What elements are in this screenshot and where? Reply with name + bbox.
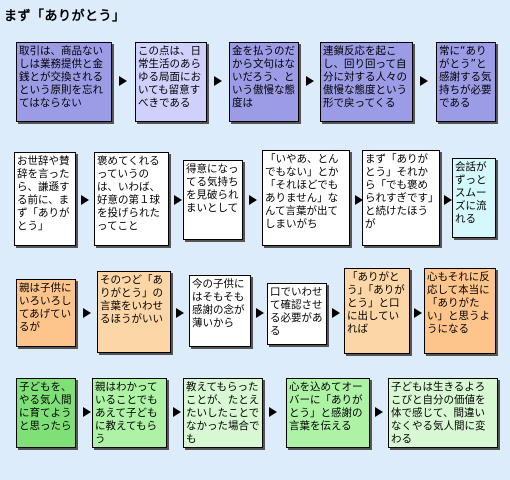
flow-box: 今の子供にはそもそも感謝の念が薄いから	[189, 275, 251, 347]
flow-box: 「ありがとう」「ありがとう」と口に出していれば	[344, 268, 410, 354]
arrow-right-icon	[332, 308, 340, 318]
flow-box: 金を払うのだから文句はないだろう、という傲慢な態度は	[229, 42, 299, 122]
arrow-right-icon	[375, 407, 383, 417]
flow-box: 子どもは生きるよろこびと自分の価値を体で感じて、間違いなくやる気人間に変わる	[388, 378, 498, 448]
flow-box: お世辞や賛辞を言ったら、謙遜する前に、まず「ありがとう」	[14, 152, 76, 246]
arrow-right-icon	[256, 308, 264, 318]
flow-box: 子どもを、やる気人間に育てようと思ったら	[16, 378, 76, 448]
flow-box: 常に“ありがとう”と感謝する気持ちが必要である	[436, 42, 496, 122]
flow-box: 口でいわせて確認させる必要がある	[267, 283, 327, 345]
flow-box: この点は、日常生活のあらゆる局面においても留意すべきである	[135, 42, 207, 122]
flow-box: 連鎖反応を起こし、回り回って自分に対する人々の傲慢な態度という形で戻ってくる	[320, 42, 413, 122]
flow-box: そのつど「ありがとう」の言葉をいわせるほうがいい	[97, 271, 171, 353]
flow-box: 得意になってる気持ちを見破られまいとして	[183, 160, 243, 240]
arrow-right-icon	[83, 308, 91, 318]
flow-box: 心を込めてオーバーに「ありがとう」と感謝の言葉を伝える	[286, 378, 370, 448]
arrow-right-icon	[355, 195, 363, 205]
flow-box: 心もそれに反応して本当に「ありがたい」と思うようになる	[424, 268, 496, 354]
arrow-right-icon	[214, 76, 222, 86]
flow-box: まず「ありがとう」それから「でも褒められすぎです」と続けたほうが	[362, 150, 440, 246]
arrow-right-icon	[444, 195, 452, 205]
arrow-right-icon	[83, 407, 91, 417]
flow-box: 親はわかっていることでもあえて子どもに教えてもらう	[92, 378, 167, 448]
arrow-right-icon	[269, 407, 277, 417]
arrow-right-icon	[174, 195, 182, 205]
arrow-right-icon	[249, 195, 257, 205]
flow-box: 会話がずっとスムーズに流れる	[452, 158, 496, 238]
arrow-right-icon	[414, 308, 422, 318]
flow-box: 教えてもらったことが、たとえたいしたことでなかった場合でも	[183, 378, 263, 448]
page-title: まず「ありがとう」	[4, 9, 126, 24]
flow-box: 親は子供にいろいろしてあげているが	[16, 279, 76, 347]
arrow-right-icon	[420, 76, 428, 86]
arrow-right-icon	[306, 76, 314, 86]
flow-box: 「いやあ、とんでもない」とか「それほどでもありません」なんて言葉が出てしまいがち	[262, 150, 350, 246]
flow-box: 取引は、商品ないしは業務提供と金銭とが交換されるという原則を忘れてはならない	[16, 42, 112, 122]
flow-box: 褒めてくれるっていうのは、いわば、好意の第１球を投げられたってこと	[94, 152, 169, 246]
arrow-right-icon	[173, 407, 181, 417]
arrow-right-icon	[119, 76, 127, 86]
arrow-right-icon	[81, 195, 89, 205]
arrow-right-icon	[176, 308, 184, 318]
